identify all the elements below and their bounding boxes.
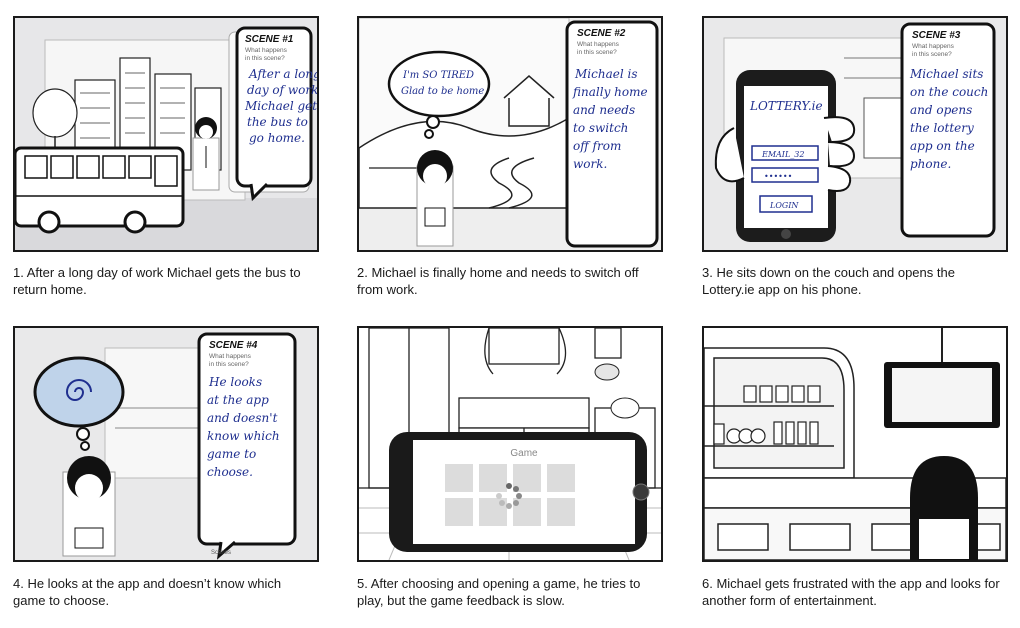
scene-1-label: SCENE #1 [245, 34, 294, 45]
scene-1-handwriting-line-5: go home. [249, 131, 305, 145]
scene-1-prompt-line1: What happens [245, 47, 288, 54]
scene-2-illustration: I'm SO TIRED Glad to be home SCENE #2 Wh… [359, 18, 661, 250]
phone-password-value: •••••• [764, 172, 792, 181]
storyboard-panel-6 [702, 326, 1008, 562]
phone-app-title: LOTTERY.ie [749, 99, 823, 113]
scene-3-handwriting-line-1: Michael sits [909, 67, 983, 81]
scene-3-handwriting-line-3: and opens [910, 103, 972, 117]
scene-4-handwriting-line-1: He looks [208, 375, 262, 389]
scene-2-handwriting-line-1: Michael is [574, 67, 637, 81]
thought-line-2: Glad to be home [401, 86, 484, 97]
scene-1-handwriting-line-3: Michael gets [244, 99, 317, 113]
phone-login-label: LOGIN [769, 201, 799, 210]
scene-2-handwriting-line-3: and needs [573, 103, 635, 117]
caption-panel-1: 1. After a long day of work Michael gets… [13, 265, 301, 297]
scene-2-prompt-line1: What happens [577, 41, 620, 48]
scenes-brand-mark: Scenes [211, 550, 231, 556]
scene-1-handwriting-line-2: day of work [247, 83, 317, 97]
scene-1-handwriting-line-1: After a long [248, 67, 317, 81]
storyboard-panel-2: I'm SO TIRED Glad to be home SCENE #2 Wh… [357, 16, 663, 252]
email-field [751, 145, 819, 161]
scene-5-illustration: Game [359, 328, 661, 560]
scene-2-handwriting-line-2: finally home [572, 85, 648, 99]
scene-4-handwriting-line-5: game to [207, 447, 256, 461]
scene-2-handwriting-line-6: work. [573, 157, 607, 171]
storyboard-panel-4: SCENE #4 What happens in this scene? He … [13, 326, 319, 562]
scene-4-label: SCENE #4 [209, 340, 258, 351]
game-screen-title: Game [510, 448, 538, 459]
password-field [751, 167, 819, 183]
scene-4-handwriting-line-6: choose. [207, 465, 253, 479]
phone-email-value: EMAIL_32 [761, 150, 804, 159]
scene-2-label: SCENE #2 [577, 28, 626, 39]
caption-panel-3: 3. He sits down on the couch and opens t… [702, 265, 955, 297]
scene-4-prompt-line2: in this scene? [209, 361, 249, 368]
scene-3-illustration: LOTTERY.ie EMAIL_32 •••••• LOGIN SCENE #… [704, 18, 1006, 250]
scene-4-handwriting-line-3: and doesn't [207, 411, 278, 425]
caption-panel-4: 4. He looks at the app and doesn’t know … [13, 576, 282, 608]
scene-2-handwriting-line-5: off from [573, 139, 621, 153]
scene-3-handwriting-line-2: on the couch [910, 85, 988, 99]
scene-6-illustration [704, 328, 1006, 560]
storyboard-panel-5: Game [357, 326, 663, 562]
scene-2-handwriting-line-4: to switch [573, 121, 628, 135]
scene-3-prompt-line1: What happens [912, 43, 955, 50]
scene-3-prompt-line2: in this scene? [912, 51, 952, 58]
caption-panel-2: 2. Michael is finally home and needs to … [357, 265, 639, 297]
scene-3-handwriting-line-4: the lottery [910, 121, 974, 135]
caption-panel-6: 6. Michael gets frustrated with the app … [702, 576, 1000, 608]
scene-2-prompt-line2: in this scene? [577, 49, 617, 56]
login-button [759, 195, 813, 213]
scene-1-prompt-line2: in this scene? [245, 55, 285, 62]
scene-3-label: SCENE #3 [912, 30, 961, 41]
loading-spinner-icon [496, 483, 522, 509]
storyboard-panel-3: LOTTERY.ie EMAIL_32 •••••• LOGIN SCENE #… [702, 16, 1008, 252]
scene-1-handwriting-line-4: the bus to [247, 115, 308, 129]
storyboard-panel-1: SCENE #1 What happens in this scene? Aft… [13, 16, 319, 252]
scene-3-handwriting-line-5: app on the [910, 139, 975, 153]
scene-4-handwriting-line-4: know which [207, 429, 280, 443]
thought-line-1: I'm SO TIRED [402, 70, 474, 81]
caption-panel-5: 5. After choosing and opening a game, he… [357, 576, 641, 608]
scene-4-handwriting-line-2: at the app [207, 393, 269, 407]
scene-4-illustration: SCENE #4 What happens in this scene? He … [15, 328, 317, 560]
scene-1-illustration: SCENE #1 What happens in this scene? Aft… [15, 18, 317, 250]
scene-4-prompt-line1: What happens [209, 353, 252, 360]
scene-3-handwriting-line-6: phone. [910, 157, 951, 171]
